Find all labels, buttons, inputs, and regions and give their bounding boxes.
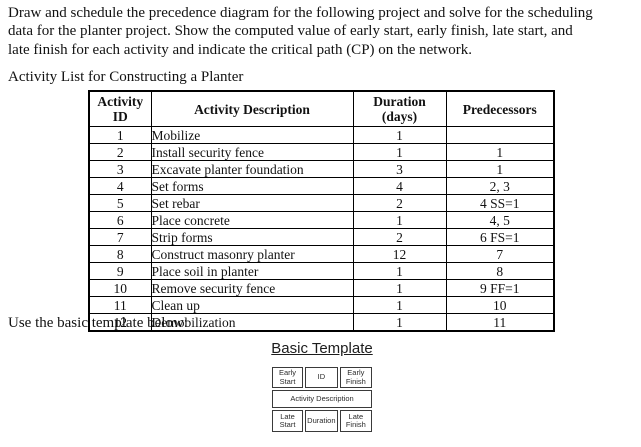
duration-cell: 1 [352, 143, 447, 161]
predecessors-cell: 1 [445, 160, 555, 178]
activity-id-cell: 4 [88, 177, 152, 195]
duration-cell: Duration [305, 410, 338, 432]
problem-statement: Draw and schedule the precedence diagram… [8, 5, 593, 58]
predecessors-cell: 4 SS=1 [445, 194, 555, 212]
table-row: 5 Set rebar 2 4 SS=1 [88, 194, 555, 212]
activity-description-cell: Activity Description [272, 390, 372, 408]
duration-cell: 1 [352, 313, 447, 332]
activity-description-cell: Strip forms [150, 228, 354, 246]
column-header-predecessors: Predecessors [445, 90, 555, 127]
early-finish-cell: Early Finish [339, 367, 372, 388]
table-row: 1 Mobilize 1 [88, 126, 555, 144]
activity-id-cell: 10 [88, 279, 152, 297]
early-start-cell: Early Start [272, 367, 304, 388]
template-bottom-row: Late Start Duration Late Finish [272, 410, 372, 432]
activity-id-cell: 8 [88, 245, 152, 263]
table-row: 12 Demobilization 1 11 [88, 313, 555, 332]
activity-id-cell: 2 [88, 143, 152, 161]
predecessors-cell: 7 [445, 245, 555, 263]
table-row: 2 Install security fence 1 1 [88, 143, 555, 161]
id-cell: ID [305, 367, 338, 388]
predecessors-cell: 11 [445, 313, 555, 332]
table-header-row: Activity ID Activity Description Duratio… [88, 90, 555, 127]
activity-id-cell: 3 [88, 160, 152, 178]
predecessors-cell: 9 FF=1 [445, 279, 555, 297]
duration-cell: 1 [352, 279, 447, 297]
template-instruction: Use the basic template below: [8, 315, 188, 331]
activity-id-cell: 1 [88, 126, 152, 144]
basic-template-diagram: Early Start ID Early Finish Activity Des… [270, 365, 374, 434]
predecessors-cell: 2, 3 [445, 177, 555, 195]
duration-cell: 4 [352, 177, 447, 195]
duration-cell: 1 [352, 296, 447, 314]
table-row: 9 Place soil in planter 1 8 [88, 262, 555, 280]
basic-template-title: Basic Template [271, 340, 373, 357]
activity-description-cell: Mobilize [150, 126, 354, 144]
template-middle-row: Activity Description [272, 390, 372, 408]
predecessors-cell: 1 [445, 143, 555, 161]
duration-cell: 2 [352, 194, 447, 212]
template-top-row: Early Start ID Early Finish [272, 367, 372, 388]
predecessors-cell: 4, 5 [445, 211, 555, 229]
activity-id-cell: 7 [88, 228, 152, 246]
duration-cell: 1 [352, 211, 447, 229]
activity-description-cell: Place concrete [150, 211, 354, 229]
activity-id-cell: 11 [88, 296, 152, 314]
late-finish-cell: Late Finish [339, 410, 372, 432]
activity-description-cell: Clean up [150, 296, 354, 314]
activity-description-cell: Construct masonry planter [150, 245, 354, 263]
duration-cell: 3 [352, 160, 447, 178]
activity-description-cell: Install security fence [150, 143, 354, 161]
duration-cell: 1 [352, 126, 447, 144]
activity-description-cell: Place soil in planter [150, 262, 354, 280]
late-start-cell: Late Start [272, 410, 304, 432]
activity-id-cell: 6 [88, 211, 152, 229]
predecessors-cell: 8 [445, 262, 555, 280]
duration-cell: 12 [352, 245, 447, 263]
table-row: 7 Strip forms 2 6 FS=1 [88, 228, 555, 246]
activity-id-cell: 5 [88, 194, 152, 212]
table-row: 6 Place concrete 1 4, 5 [88, 211, 555, 229]
table-row: 11 Clean up 1 10 [88, 296, 555, 314]
activity-description-cell: Set forms [150, 177, 354, 195]
duration-cell: 2 [352, 228, 447, 246]
table-row: 4 Set forms 4 2, 3 [88, 177, 555, 195]
activity-table: Activity ID Activity Description Duratio… [88, 90, 555, 332]
activity-description-cell: Remove security fence [150, 279, 354, 297]
column-header-duration: Duration (days) [352, 90, 447, 127]
table-row: 10 Remove security fence 1 9 FF=1 [88, 279, 555, 297]
column-header-activity-description: Activity Description [150, 90, 354, 127]
activity-description-cell: Excavate planter foundation [150, 160, 354, 178]
activity-id-cell: 9 [88, 262, 152, 280]
column-header-activity-id: Activity ID [88, 90, 152, 127]
activity-description-cell: Set rebar [150, 194, 354, 212]
activity-list-title: Activity List for Constructing a Planter [8, 69, 244, 85]
basic-template-section: Basic Template Early Start ID Early Fini… [268, 340, 376, 434]
table-row: 3 Excavate planter foundation 3 1 [88, 160, 555, 178]
predecessors-cell: 10 [445, 296, 555, 314]
duration-cell: 1 [352, 262, 447, 280]
activity-id-cell: 12 [88, 313, 152, 332]
table-row: 8 Construct masonry planter 12 7 [88, 245, 555, 263]
predecessors-cell: 6 FS=1 [445, 228, 555, 246]
predecessors-cell [445, 126, 555, 144]
